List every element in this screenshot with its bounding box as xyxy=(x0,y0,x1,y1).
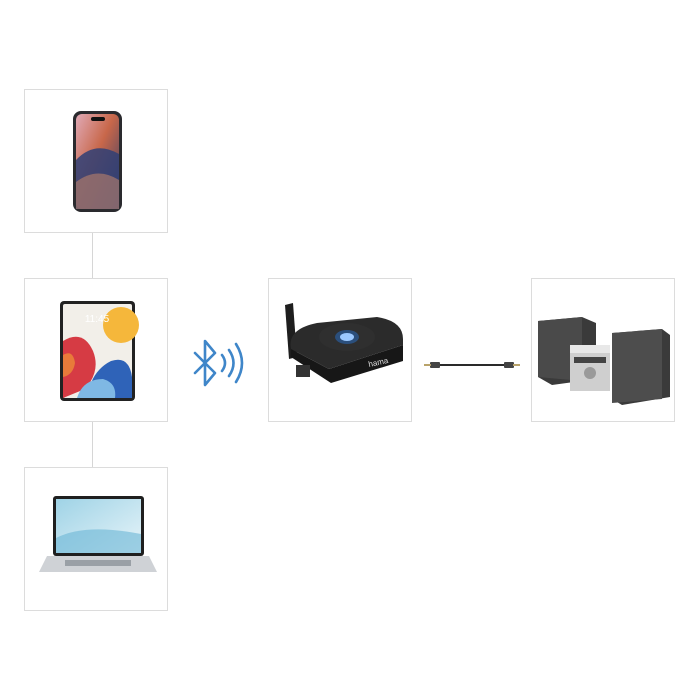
audio-cable-icon xyxy=(424,362,520,368)
tablet-clock: 11:45 xyxy=(85,314,110,325)
receiver-card: hama xyxy=(268,278,412,422)
bluetooth-receiver-icon: hama xyxy=(285,303,403,383)
bluetooth-icon xyxy=(193,339,244,387)
laptop-card xyxy=(24,467,168,611)
tablet-icon: 11:45 xyxy=(60,301,139,401)
stereo-system-icon xyxy=(538,317,670,405)
tablet-card: 11:45 xyxy=(24,278,168,422)
connector-tablet-laptop xyxy=(92,422,93,467)
stereo-card xyxy=(531,278,675,422)
phone-card xyxy=(24,89,168,233)
smartphone-icon xyxy=(73,111,122,212)
connector-phone-tablet xyxy=(92,233,93,278)
receiver-brand: hama xyxy=(368,356,390,369)
laptop-icon xyxy=(39,496,157,572)
